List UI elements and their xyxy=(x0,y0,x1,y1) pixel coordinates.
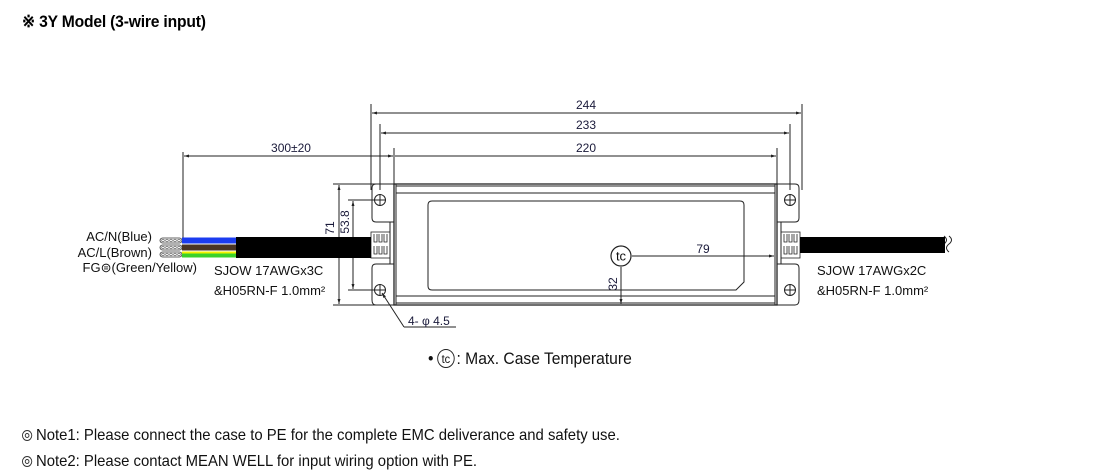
dim-mount-hole-spacing-text: 233 xyxy=(576,118,596,132)
wire-strand-twist xyxy=(165,252,169,257)
tc-marker: tc xyxy=(610,245,632,267)
dim-input-cable-length-text: 300±20 xyxy=(271,141,311,155)
wire-strand-twist xyxy=(177,238,181,243)
wire-strand-twist xyxy=(173,252,177,257)
tc-legend: •tc: Max. Case Temperature xyxy=(428,349,632,369)
wire-insulation xyxy=(182,237,236,244)
section-title-text: 3Y Model (3-wire input) xyxy=(39,12,206,31)
output-cable-spec-line1: SJOW 17AWGx2C xyxy=(817,263,926,278)
double-circle-icon xyxy=(22,456,33,467)
wire-strand xyxy=(159,251,183,258)
mount-hole-top-left xyxy=(374,194,386,206)
tc-symbol-icon: tc xyxy=(437,349,455,368)
mount-hole-bottom-left xyxy=(374,284,386,296)
wire-strand xyxy=(159,237,183,244)
dim-tc-from-right-text: 79 xyxy=(696,242,710,256)
dim-case-length-text: 220 xyxy=(576,141,596,155)
dim-mount-hole-width-text: 53.8 xyxy=(338,210,352,234)
label-recess xyxy=(427,200,745,291)
output-cable-gland xyxy=(780,231,801,259)
wire-strand-twist xyxy=(169,252,173,257)
wire-insulation xyxy=(182,244,236,251)
mount-hole-bottom-right xyxy=(784,284,796,296)
case-body xyxy=(393,183,778,306)
dim-overall-length xyxy=(370,104,803,190)
wire-strand-twist xyxy=(173,238,177,243)
note-1: Note1: Please connect the case to PE for… xyxy=(22,427,620,445)
mount-hole-top-right xyxy=(784,194,796,206)
input-wire-leads xyxy=(159,237,236,258)
right-mounting-flange xyxy=(777,183,800,306)
dim-mount-hole-spacing xyxy=(379,124,791,190)
wire-label-line: AC/L(Brown) xyxy=(78,245,152,260)
wire-strand-twist xyxy=(177,252,181,257)
wire-strand-twist xyxy=(161,245,165,250)
wire-strand-twist xyxy=(165,238,169,243)
wire-label-ground: FG⊜(Green/Yellow) xyxy=(83,260,197,275)
output-cable-spec-line2: &H05RN-F 1.0mm² xyxy=(817,283,929,298)
dim-overall-length-text: 244 xyxy=(576,98,596,112)
wire-strand-twist xyxy=(161,238,165,243)
input-cable-spec-line1: SJOW 17AWGx3C xyxy=(214,263,323,278)
wire-strand-twist xyxy=(169,245,173,250)
note-2: Note2: Please contact MEAN WELL for inpu… xyxy=(22,453,477,471)
wire-label-neutral: AC/N(Blue) xyxy=(86,229,152,244)
wire-strand-twist xyxy=(169,238,173,243)
dim-input-cable-length xyxy=(182,152,393,240)
wire-strand-twist xyxy=(165,245,169,250)
dim-tc-from-bottom-text: 32 xyxy=(606,277,620,291)
wire-strand-twist xyxy=(161,252,165,257)
wire-strand xyxy=(159,244,183,251)
tc-marker-label: tc xyxy=(616,249,627,264)
reference-mark-icon: ※ xyxy=(22,12,35,31)
input-cable-spec-line2: &H05RN-F 1.0mm² xyxy=(214,283,326,298)
note-2-text: Note2: Please contact MEAN WELL for inpu… xyxy=(35,453,478,470)
double-circle-icon xyxy=(22,430,33,441)
wire-strand-twist xyxy=(177,245,181,250)
wire-strand-twist xyxy=(173,245,177,250)
input-cable-gland xyxy=(370,231,391,259)
dim-overall-width-text: 71 xyxy=(323,221,337,235)
wire-stripe xyxy=(182,251,236,254)
section-title: ※ 3Y Model (3-wire input) xyxy=(22,12,206,32)
input-cable xyxy=(236,237,371,258)
wire-insulation xyxy=(182,251,236,258)
tc-legend-text: : Max. Case Temperature xyxy=(456,349,632,368)
bullet-icon: • xyxy=(428,349,434,368)
mount-hole-callout-text: 4- φ 4.5 xyxy=(408,314,450,328)
output-cable xyxy=(800,237,945,253)
hole-callout-leader xyxy=(381,292,456,328)
note-1-text: Note1: Please connect the case to PE for… xyxy=(35,427,620,444)
